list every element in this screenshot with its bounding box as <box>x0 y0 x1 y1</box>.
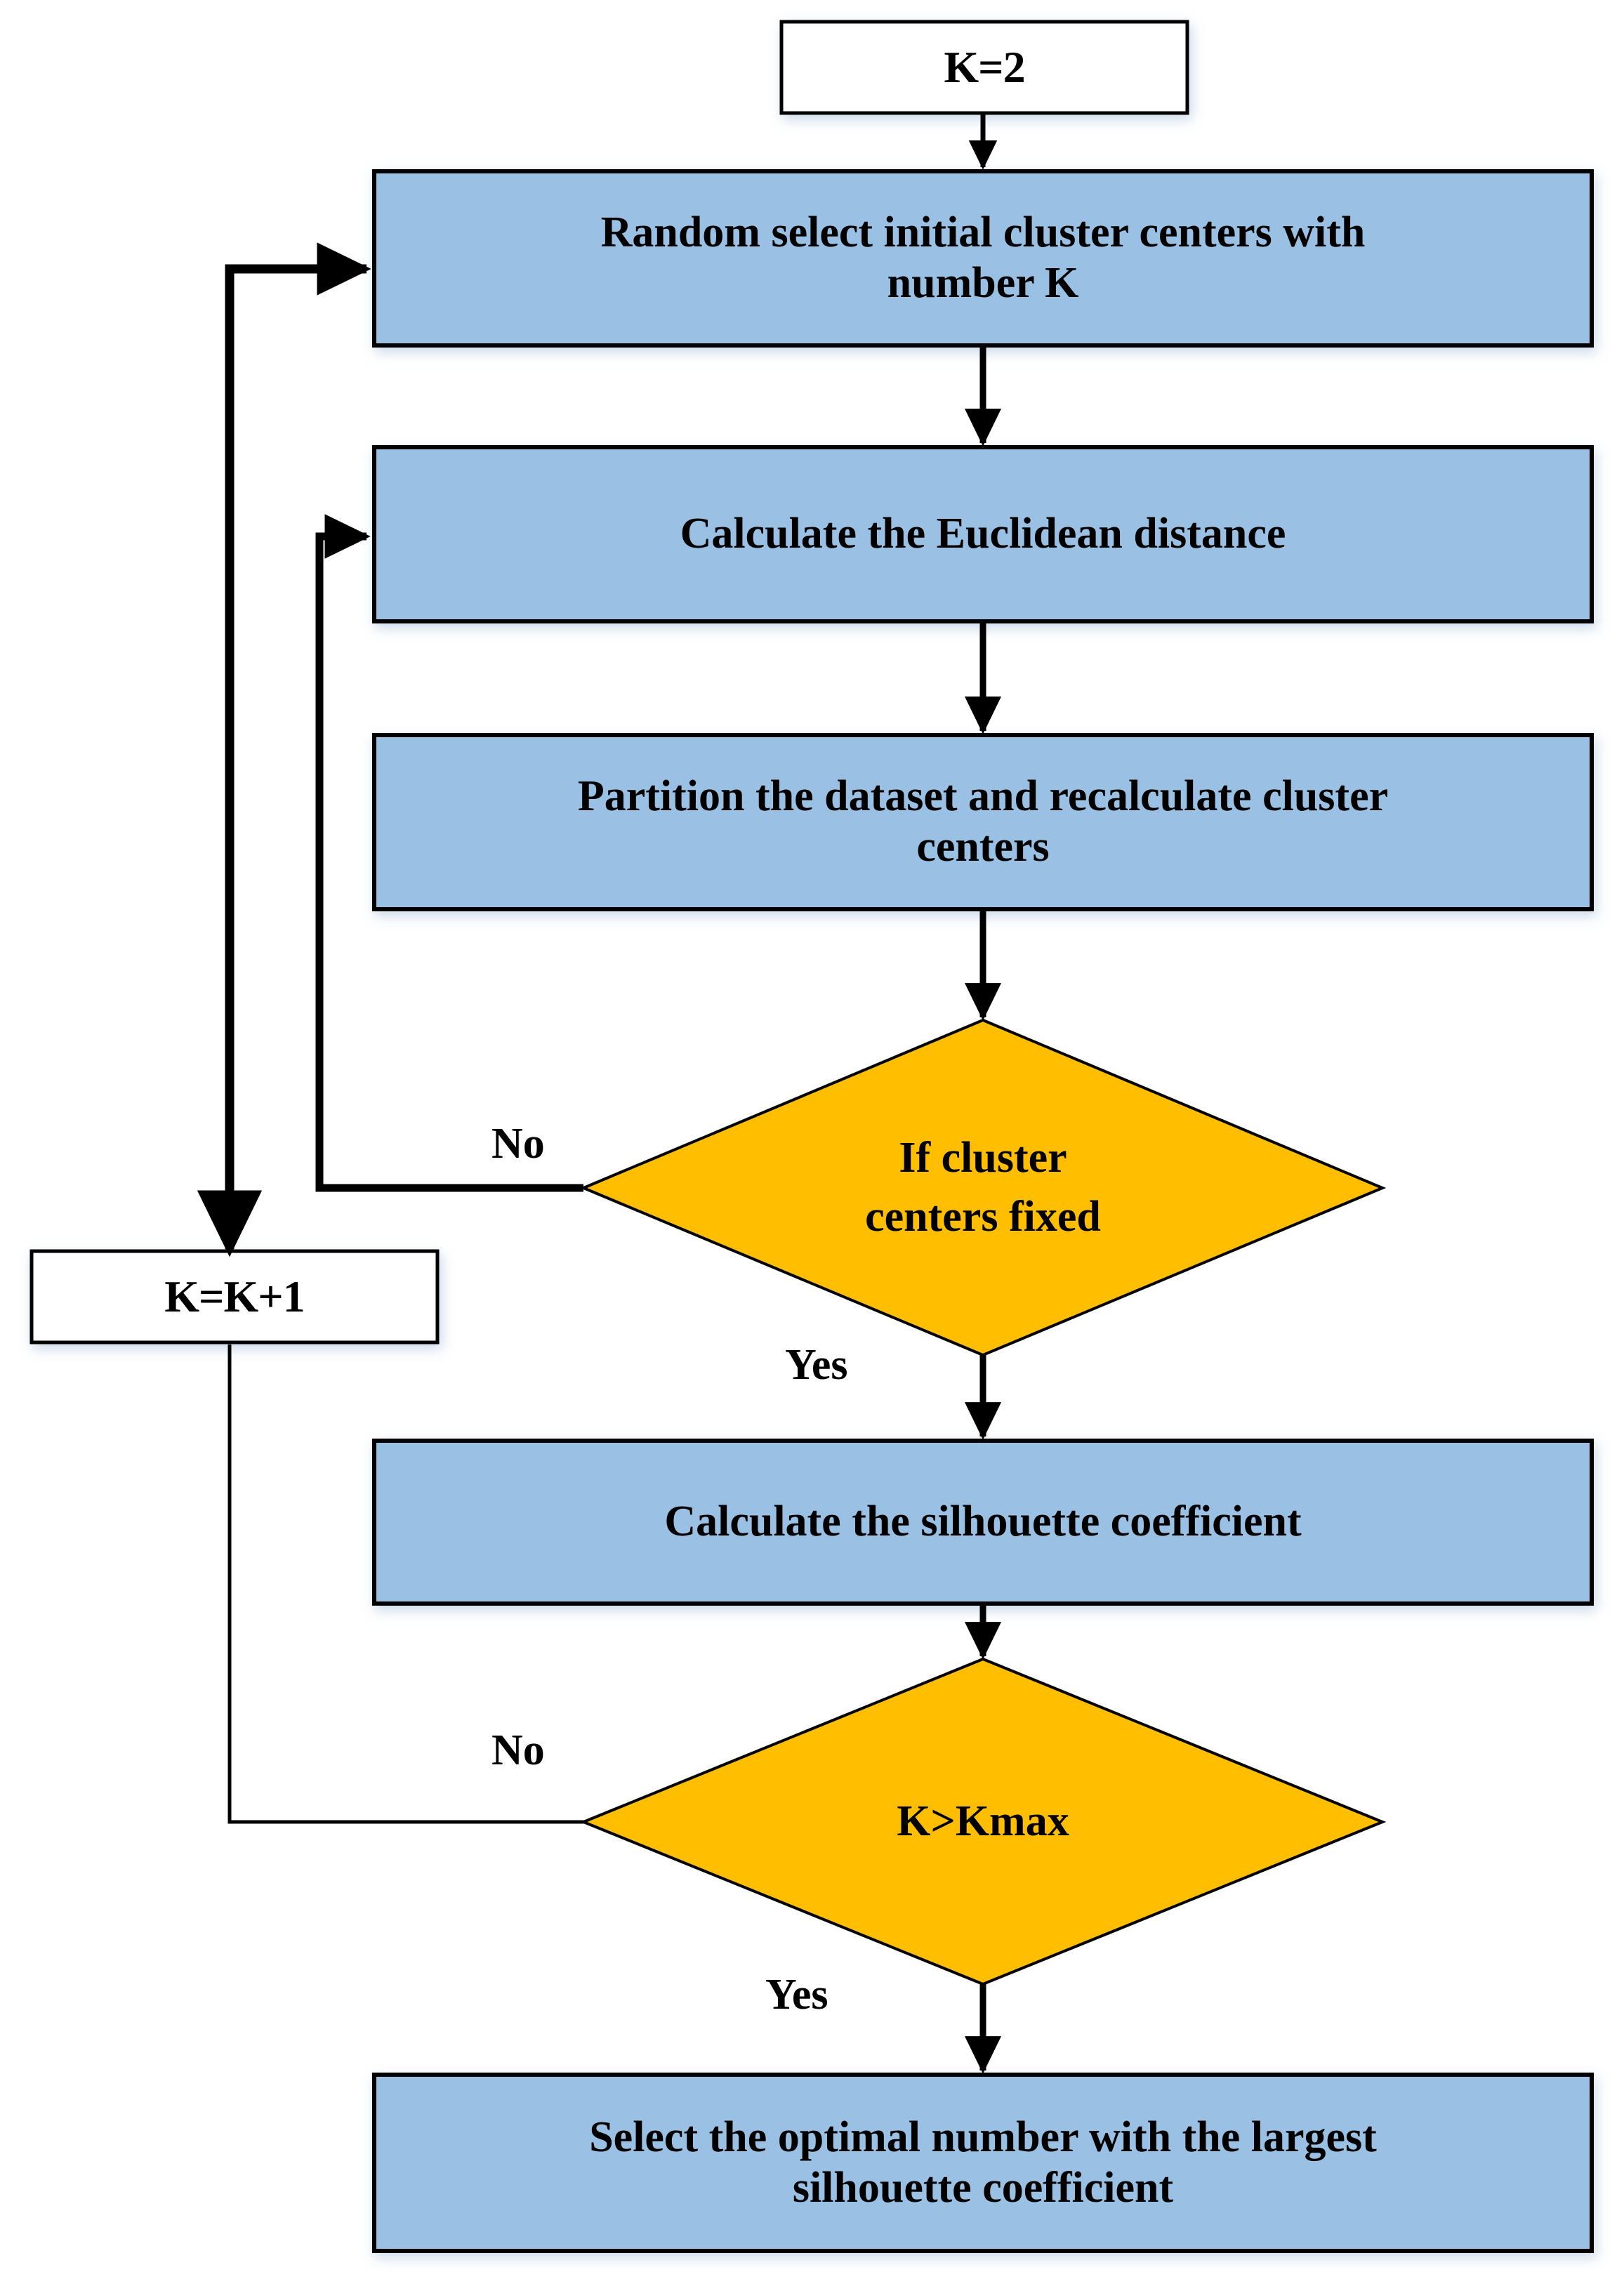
edge-label-centers-fixed-yes: Yes <box>785 1341 848 1389</box>
node-silhouette-shape[interactable] <box>372 1439 1594 1606</box>
edge-label-k-gt-kmax-no: No <box>491 1726 545 1774</box>
edge-increment-k-to-random-select <box>225 242 371 1249</box>
node-select-optimal-shape[interactable] <box>372 2073 1594 2253</box>
node-centers-fixed-shape[interactable] <box>579 1018 1387 1357</box>
edge-centers-fixed-no-to-euclidean <box>315 514 583 1192</box>
edge-label-centers-fixed-no: No <box>491 1120 545 1168</box>
node-start-shape[interactable] <box>779 20 1189 115</box>
node-euclidean-shape[interactable] <box>372 445 1594 623</box>
edge-label-k-gt-kmax-yes: Yes <box>765 1971 828 2019</box>
node-k-gt-kmax-shape[interactable] <box>579 1657 1387 1986</box>
node-increment-k-shape[interactable] <box>29 1249 440 1345</box>
edge-k-gt-kmax-no-to-increment-k <box>227 1345 583 1824</box>
node-random-select-shape[interactable] <box>372 169 1594 348</box>
node-partition-shape[interactable] <box>372 733 1594 911</box>
